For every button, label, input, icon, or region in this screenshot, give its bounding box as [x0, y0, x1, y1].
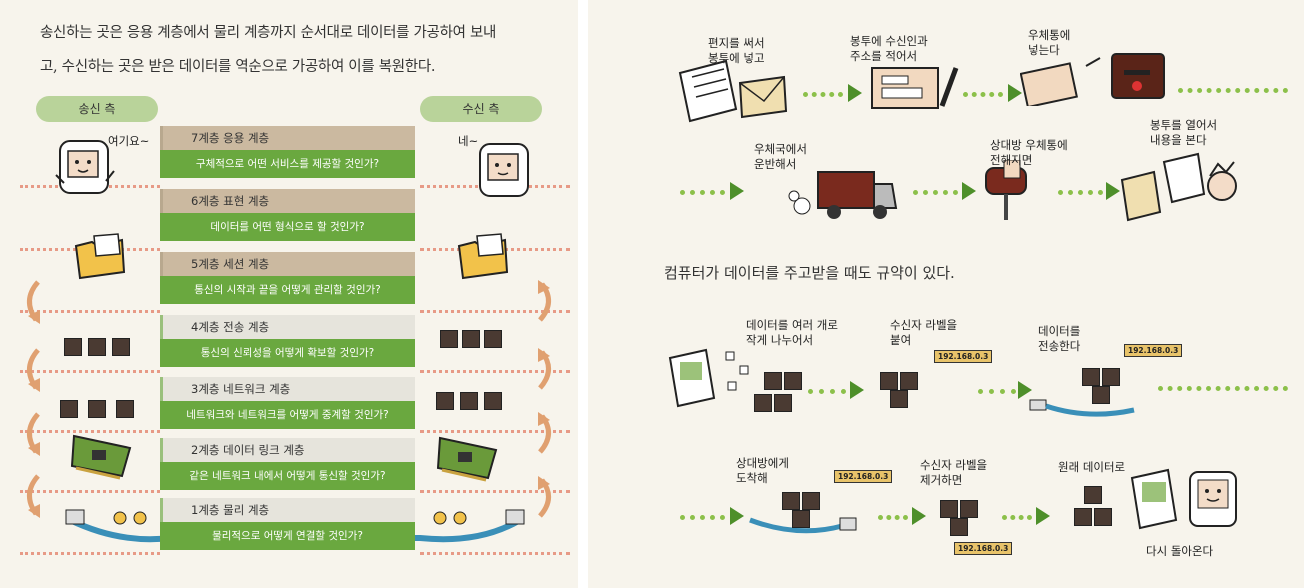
ip-label-1: 192.168.0.3 [934, 350, 993, 363]
layer-4-desc: 통신의 신뢰성을 어떻게 확보할 것인가? [160, 339, 415, 367]
truck-icon [788, 171, 898, 219]
layer-5-name: 5계층 세션 계층 [160, 252, 415, 276]
layer-4: 4계층 전송 계층 통신의 신뢰성을 어떻게 확보할 것인가? [160, 315, 415, 367]
layer-7-desc: 구체적으로 어떤 서비스를 제공할 것인가? [160, 150, 415, 178]
mail-step-5: 상대방 우체통에 전해지면 [990, 138, 1068, 167]
layer-6: 6계층 표현 계층 데이터를 어떤 형식으로 할 것인가? [160, 189, 415, 241]
send-cable-icon [1029, 399, 1135, 417]
layer-3: 3계층 네트워크 계층 네트워크와 네트워크를 어떻게 중계할 것인가? [160, 377, 415, 429]
envelope-address-icon [871, 67, 959, 109]
sender-network-card-icon [70, 434, 132, 480]
data-step-5: 수신자 라벨을 제거하면 [920, 458, 988, 487]
data-step-1: 데이터를 여러 개로 작게 나누어서 [746, 318, 838, 347]
intro-line-1: 송신하는 곳은 응용 계층에서 물리 계층까지 순서대로 데이터를 가공하여 보… [40, 25, 497, 41]
mail-step-3: 우체통에 넣는다 [1028, 28, 1071, 57]
layer-2-desc: 같은 네트워크 내에서 어떻게 통신할 것인가? [160, 462, 415, 490]
receiver-folder-icon [457, 233, 509, 280]
sender-label: 송신 측 [36, 96, 158, 122]
ip-label-4: 192.168.0.3 [954, 542, 1013, 555]
ip-label-2: 192.168.0.3 [1124, 344, 1183, 357]
split-data-icon [668, 348, 749, 408]
receiver-up-arrows-icon [538, 280, 551, 518]
mail-step-1: 편지를 써서 봉투에 넣고 [708, 36, 765, 65]
layer-5-desc: 통신의 시작과 끝을 어떻게 관리할 것인가? [160, 276, 415, 304]
layer-5: 5계층 세션 계층 통신의 시작과 끝을 어떻게 관리할 것인가? [160, 252, 415, 304]
restored-data-icon [1130, 468, 1237, 530]
layer-6-name: 6계층 표현 계층 [160, 189, 415, 213]
layer-3-desc: 네트워크와 네트워크를 어떻게 중계할 것인가? [160, 401, 415, 429]
mail-step-2: 봉투에 수신인과 주소를 적어서 [850, 34, 928, 63]
layer-1-desc: 물리적으로 어떻게 연결할 것인가? [160, 522, 415, 550]
postbox-icon [1020, 53, 1165, 106]
data-step-6: 원래 데이터로 [1058, 460, 1126, 474]
mailbox-icon [985, 160, 1027, 220]
right-page: 편지를 써서 봉투에 넣고 봉투에 수신인과 주소를 적어서 우체통에 넣는다 … [588, 0, 1304, 588]
receiver-speech: 네~ [458, 134, 479, 148]
section-heading: 컴퓨터가 데이터를 주고받을 때도 규약이 있다. [664, 264, 955, 282]
sender-folder-icon [74, 233, 126, 280]
data-step-7: 다시 돌아온다 [1146, 544, 1214, 558]
sender-down-arrows-icon [27, 280, 40, 518]
layer-7: 7계층 응용 계층 구체적으로 어떤 서비스를 제공할 것인가? [160, 126, 415, 178]
left-page: 송신하는 곳은 응용 계층에서 물리 계층까지 순서대로 데이터를 가공하여 보… [0, 0, 578, 588]
open-letter-icon [1120, 152, 1237, 222]
sender-speech: 여기요~ [108, 134, 150, 148]
intro-line-2: 고, 수신하는 곳은 받은 데이터를 역순으로 가공하여 이를 복원한다. [40, 59, 436, 75]
layer-2-name: 2계층 데이터 링크 계층 [160, 438, 415, 462]
data-step-2: 수신자 라벨을 붙여 [890, 318, 958, 347]
receiver-computer-icon [479, 143, 529, 197]
mail-step-4: 우체국에서 운반해서 [754, 142, 807, 171]
layer-1-name: 1계층 물리 계층 [160, 498, 415, 522]
layer-7-name: 7계층 응용 계층 [160, 126, 415, 150]
layer-3-name: 3계층 네트워크 계층 [160, 377, 415, 401]
letter-icon [678, 59, 788, 123]
layer-2: 2계층 데이터 링크 계층 같은 네트워크 내에서 어떻게 통신할 것인가? [160, 438, 415, 490]
receiver-network-card-icon [436, 436, 498, 482]
layer-1: 1계층 물리 계층 물리적으로 어떻게 연결할 것인가? [160, 498, 415, 550]
data-step-3: 데이터를 전송한다 [1038, 324, 1081, 353]
receiver-label: 수신 측 [420, 96, 542, 122]
sender-computer-icon [55, 140, 115, 194]
data-step-4: 상대방에게 도착해 [736, 456, 789, 485]
receive-cable-icon [749, 517, 857, 534]
ip-label-3: 192.168.0.3 [834, 470, 893, 483]
layer-6-desc: 데이터를 어떤 형식으로 할 것인가? [160, 213, 415, 241]
layer-4-name: 4계층 전송 계층 [160, 315, 415, 339]
mail-step-6: 봉투를 열어서 내용을 본다 [1150, 118, 1218, 147]
